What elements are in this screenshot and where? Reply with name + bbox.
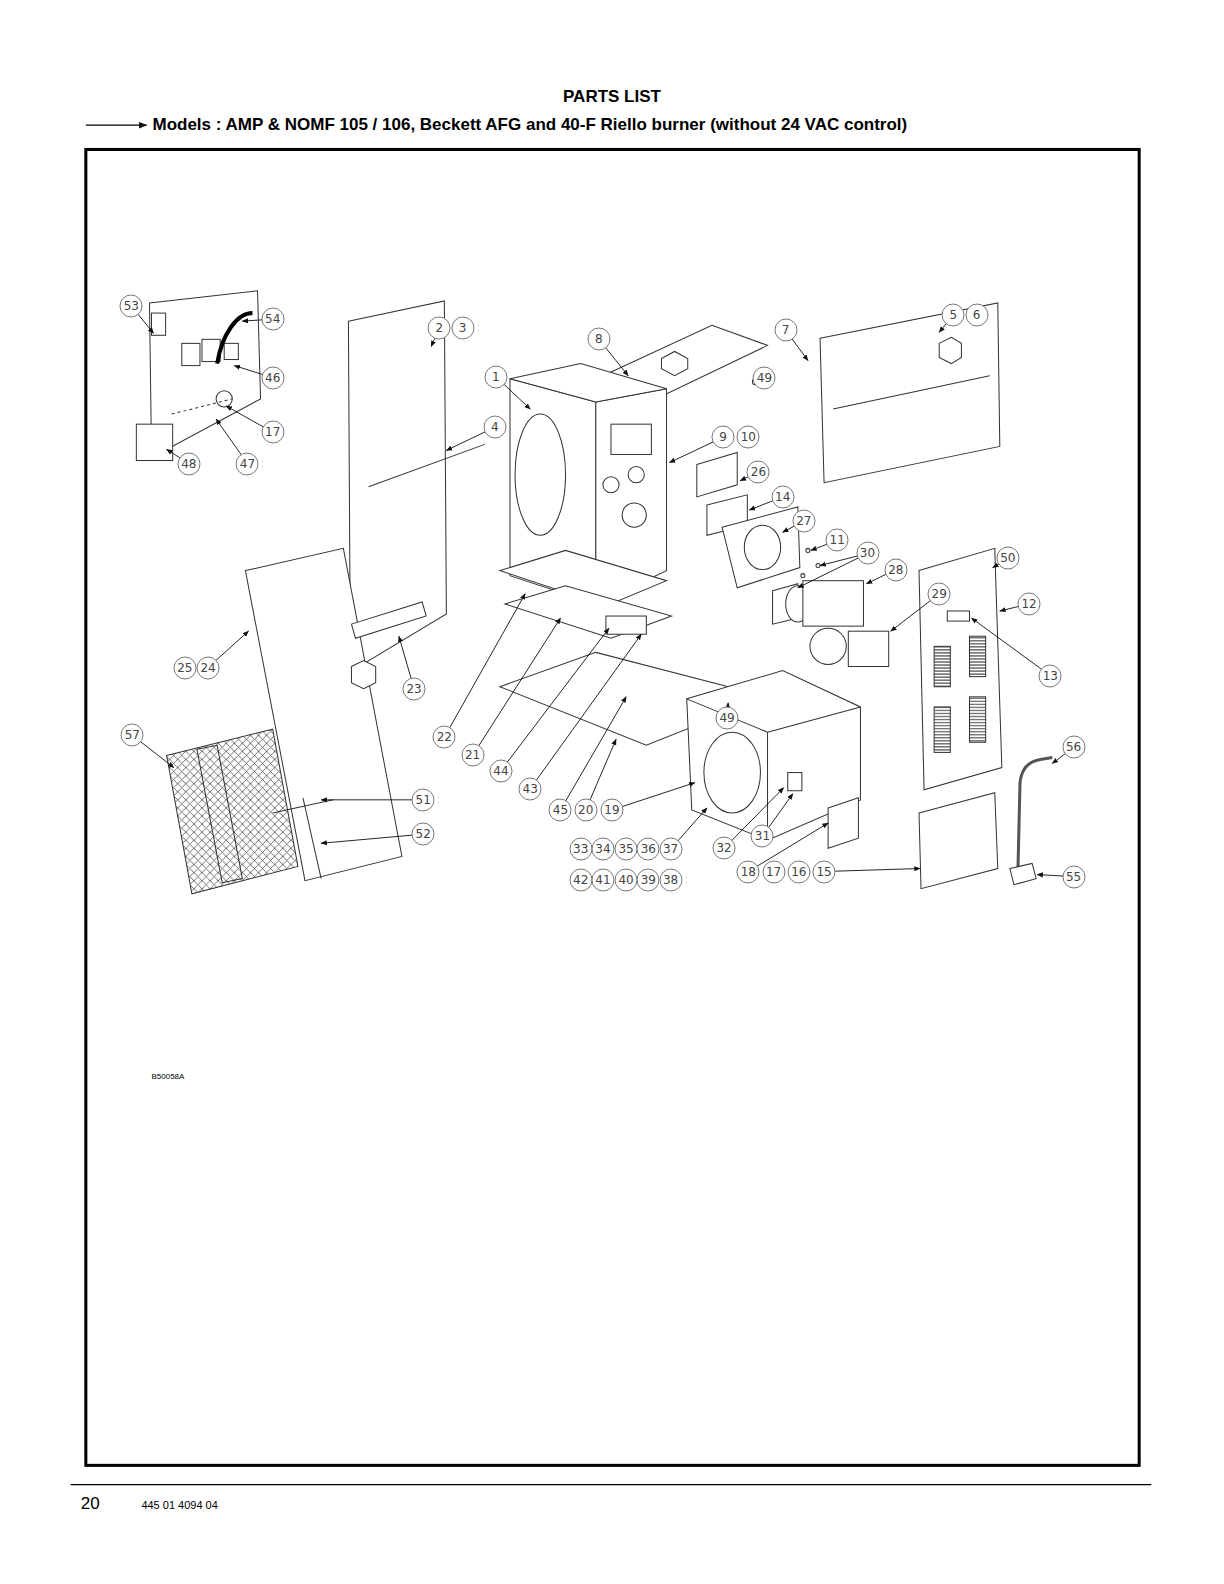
callout-number: 20 bbox=[574, 798, 597, 821]
callout-number: 31 bbox=[751, 825, 774, 848]
callout-number: 28 bbox=[884, 558, 907, 581]
callout-number: 50 bbox=[996, 547, 1019, 570]
callout-number: 5 bbox=[942, 304, 965, 327]
page-title: PARTS LIST bbox=[563, 87, 661, 107]
callout-number: 21 bbox=[461, 744, 484, 767]
callout-number: 53 bbox=[120, 295, 143, 318]
callout-number: 26 bbox=[747, 460, 770, 483]
callout-number: 40 bbox=[615, 868, 638, 891]
callout-number: 37 bbox=[659, 838, 682, 861]
callout-number: 41 bbox=[591, 868, 614, 891]
callout-number: 51 bbox=[412, 788, 435, 811]
callout-number: 55 bbox=[1062, 865, 1085, 888]
callout-number: 12 bbox=[1018, 592, 1041, 615]
page-frame bbox=[86, 149, 1139, 1465]
callout-number: 10 bbox=[737, 426, 760, 449]
callout-number: 32 bbox=[713, 837, 736, 860]
callout-number: 46 bbox=[261, 366, 284, 389]
callout-number: 6 bbox=[965, 304, 988, 327]
callout-number: 49 bbox=[716, 707, 739, 730]
callout-number: 19 bbox=[601, 798, 624, 821]
callout-number: 15 bbox=[813, 860, 836, 883]
callout-number: 16 bbox=[787, 860, 810, 883]
callout-number: 11 bbox=[826, 529, 849, 552]
callout-number: 13 bbox=[1039, 664, 1062, 687]
illustration bbox=[136, 291, 1052, 894]
callout-number: 34 bbox=[591, 838, 614, 861]
callout-number: 22 bbox=[433, 726, 456, 749]
callout-number: 24 bbox=[197, 656, 220, 679]
models-heading: Models : AMP & NOMF 105 / 106, Beckett A… bbox=[152, 115, 907, 135]
callout-number: 57 bbox=[121, 724, 144, 747]
callout-number: 17 bbox=[261, 421, 284, 444]
callout-number: 33 bbox=[569, 838, 592, 861]
callout-number: 8 bbox=[587, 328, 610, 351]
callout-number: 49 bbox=[753, 366, 776, 389]
callout-number: 7 bbox=[774, 319, 797, 342]
document-number: 445 01 4094 04 bbox=[141, 1499, 217, 1511]
callout-number: 30 bbox=[856, 542, 879, 565]
callout-number: 52 bbox=[412, 823, 435, 846]
callout-number: 1 bbox=[484, 365, 507, 388]
callout-number: 54 bbox=[261, 308, 284, 331]
callout-number: 48 bbox=[177, 452, 200, 475]
callout-number: 35 bbox=[615, 838, 638, 861]
callout-number: 29 bbox=[928, 582, 951, 605]
callout-number: 4 bbox=[483, 416, 506, 439]
callout-number: 9 bbox=[712, 426, 735, 449]
callout-number: 23 bbox=[403, 677, 426, 700]
callout-number: 27 bbox=[792, 510, 815, 533]
callout-number: 39 bbox=[637, 868, 660, 891]
callout-number: 56 bbox=[1062, 736, 1085, 759]
leader-lines bbox=[131, 306, 1073, 877]
callout-number: 42 bbox=[569, 868, 592, 891]
callout-number: 18 bbox=[737, 860, 760, 883]
page-number: 20 bbox=[81, 1494, 100, 1514]
callout-number: 38 bbox=[659, 868, 682, 891]
callout-number: 45 bbox=[549, 798, 572, 821]
callout-number: 3 bbox=[451, 317, 474, 340]
drawing-number: B50058A bbox=[151, 1072, 184, 1081]
callout-number: 43 bbox=[519, 777, 542, 800]
callout-number: 25 bbox=[173, 656, 196, 679]
callout-number: 36 bbox=[637, 838, 660, 861]
pointer-arrow bbox=[86, 125, 147, 126]
footer-rule bbox=[71, 1484, 1152, 1485]
callout-number: 47 bbox=[236, 452, 259, 475]
callout-number: 17 bbox=[762, 860, 785, 883]
callout-number: 2 bbox=[428, 317, 451, 340]
callout-number: 14 bbox=[771, 485, 794, 508]
callout-number: 44 bbox=[489, 759, 512, 782]
